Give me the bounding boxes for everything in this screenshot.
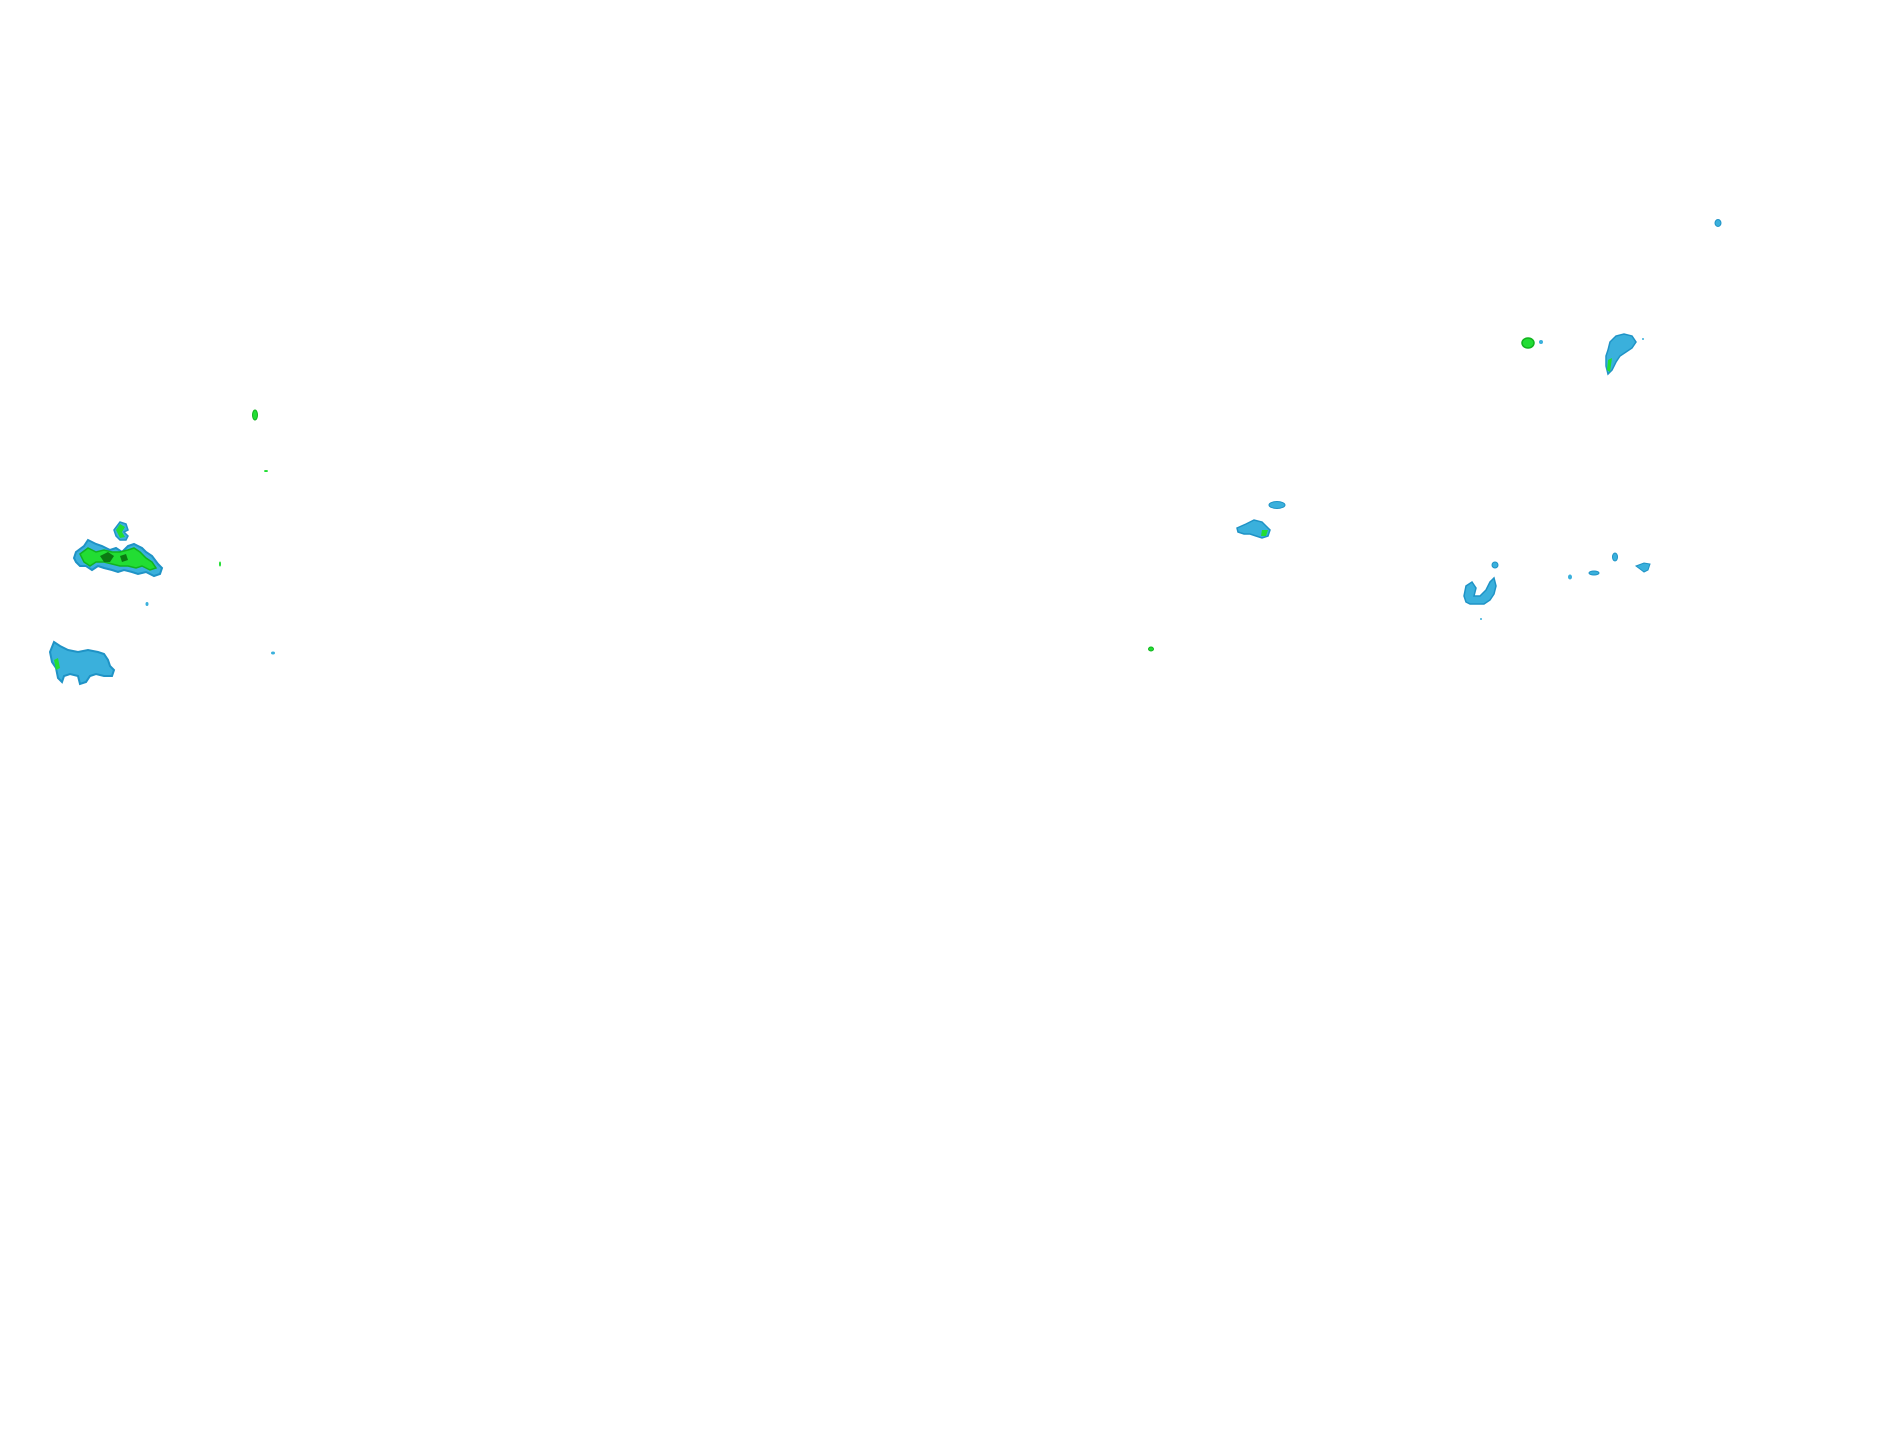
precip-echo-small <box>1714 219 1722 227</box>
precip-cell-light <box>1539 340 1543 344</box>
precip-cell-light <box>1463 576 1497 605</box>
precip-echo-central <box>1236 501 1286 539</box>
precip-echo-small <box>1642 338 1644 340</box>
precip-cell-moderate <box>79 547 158 571</box>
precip-echo-small <box>252 409 258 421</box>
precip-echo-small <box>1612 552 1618 562</box>
precip-echo-east-south <box>1463 561 1499 620</box>
precip-cell-heavy <box>100 552 114 562</box>
precip-cell-light <box>1268 501 1286 509</box>
precip-echo-small <box>271 651 275 655</box>
precip-echo-small <box>1568 574 1572 580</box>
precip-cell-moderate <box>1261 530 1268 536</box>
precip-cell-moderate <box>1607 358 1612 372</box>
precip-echo-west-band <box>72 538 164 578</box>
precip-echo-small <box>1588 570 1600 576</box>
precip-cell-moderate <box>1521 337 1535 349</box>
precip-echo-west-hook <box>113 521 129 541</box>
precip-echo-small <box>145 602 149 606</box>
precip-echo-small <box>219 561 221 567</box>
precip-cell-light <box>1605 333 1637 376</box>
precip-echo-small <box>264 470 268 472</box>
precip-echo-southwest <box>48 640 116 686</box>
precip-cell-heavy <box>120 554 128 562</box>
precip-cell-moderate <box>116 524 125 538</box>
precip-cell-light <box>48 640 116 686</box>
precip-echo-small <box>1634 562 1651 573</box>
precip-echo-east-north <box>1521 333 1644 376</box>
precip-echo-small <box>1148 646 1154 652</box>
precip-cell-light <box>1491 561 1499 569</box>
precip-echo-small <box>1480 618 1482 620</box>
precip-cell-moderate <box>54 658 60 670</box>
